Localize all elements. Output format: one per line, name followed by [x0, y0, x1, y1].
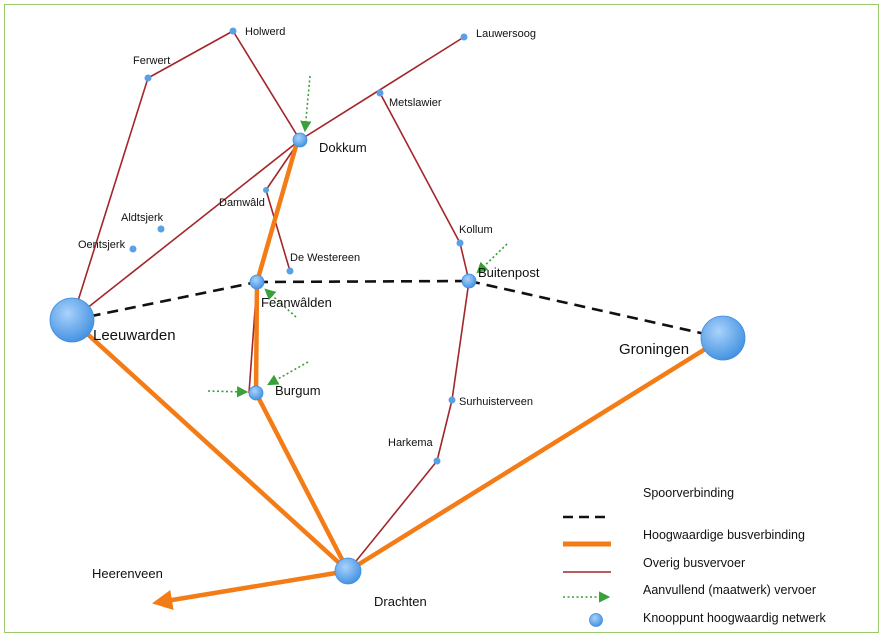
route-buitenpost-surhuisterveen	[451, 280, 470, 401]
legend-hq-bus-label: Hoogwaardige busverbinding	[643, 528, 805, 542]
label-buitenpost: Buitenpost	[478, 265, 540, 280]
rail-feanwalden-buitenpost	[256, 279, 470, 284]
hq-bus-lines	[69, 143, 726, 611]
stop-metslawier	[376, 89, 384, 97]
node-leeuwarden	[49, 297, 95, 343]
label-heerenveen: Heerenveen	[92, 566, 163, 581]
rail-leeuwarden-feanwalden	[71, 280, 258, 322]
stop-kollum	[456, 239, 464, 247]
label-lauwersoog: Lauwersoog	[476, 28, 536, 40]
stop-holwerd	[229, 27, 237, 35]
label-surhuisterveen: Surhuisterveen	[459, 396, 533, 408]
stop-damwald	[263, 187, 269, 193]
node-dokkum	[292, 132, 308, 148]
stop-harkema	[433, 457, 441, 465]
route-leeuwarden-ferwert	[71, 77, 149, 321]
legend-node-swatch	[589, 613, 603, 627]
stop-lauwersoog	[460, 33, 468, 41]
stop-surhuisterveen	[448, 396, 456, 404]
label-de-westereen: De Westereen	[290, 252, 360, 264]
legend-additional-label: Aanvullend (maatwerk) vervoer	[643, 583, 816, 597]
stop-oentsjerk	[129, 245, 137, 253]
route-dokkum-lauwersoog	[299, 36, 465, 141]
map-frame	[4, 4, 879, 633]
node-buitenpost	[461, 273, 477, 289]
label-drachten: Drachten	[374, 594, 427, 609]
route-damwald-westereen	[265, 189, 291, 272]
route-surhuisterveen-harkema	[436, 399, 453, 462]
route-holwerd-dokkum	[232, 30, 301, 141]
hub-nodes	[49, 132, 746, 585]
label-aldtsjerk: Aldtsjerk	[121, 212, 164, 224]
place-labels: Holwerd Ferwert Lauwersoog Metslawier Do…	[78, 26, 689, 609]
arrow-to-burgum-right	[267, 361, 309, 386]
node-burgum	[248, 385, 264, 401]
label-harkema: Harkema	[388, 437, 434, 449]
hq-feanwalden-burgum	[253, 279, 260, 396]
hq-burgum-drachten	[253, 390, 351, 574]
label-holwerd: Holwerd	[245, 26, 285, 38]
legend-rail-label: Spoorverbinding	[643, 486, 734, 500]
label-leeuwarden: Leeuwarden	[93, 327, 176, 344]
hq-leeuwarden-drachten	[69, 317, 351, 574]
route-harkema-drachten	[347, 460, 438, 572]
node-feanwalden	[249, 274, 265, 290]
arrow-to-dokkum	[300, 75, 312, 133]
route-leeuwarden-dokkum	[71, 139, 301, 321]
stops	[129, 27, 468, 465]
route-ferwert-holwerd	[147, 30, 234, 79]
arrow-to-burgum-left	[207, 386, 249, 398]
rail-buitenpost-groningen	[468, 279, 724, 340]
label-dokkum: Dokkum	[319, 140, 367, 155]
label-oentsjerk: Oentsjerk	[78, 239, 126, 251]
additional-transport-arrows	[207, 75, 508, 398]
hq-dokkum-feanwalden	[254, 143, 299, 285]
legend-other-bus-label: Overig busvervoer	[643, 556, 745, 570]
legend-node-label: Knooppunt hoogwaardig netwerk	[643, 611, 827, 625]
hq-groningen-drachten	[345, 335, 726, 574]
node-drachten	[334, 557, 362, 585]
hq-drachten-heerenveen	[152, 568, 351, 611]
label-feanwalden: Feanwâlden	[261, 295, 332, 310]
label-ferwert: Ferwert	[133, 55, 170, 67]
node-groningen	[700, 315, 746, 361]
stop-ferwert	[144, 74, 152, 82]
label-kollum: Kollum	[459, 224, 493, 236]
label-groningen: Groningen	[619, 341, 689, 358]
label-damwald: Damwâld	[219, 197, 265, 209]
label-burgum: Burgum	[275, 383, 321, 398]
label-metslawier: Metslawier	[389, 97, 442, 109]
legend: Spoorverbinding Hoogwaardige busverbindi…	[563, 486, 827, 627]
stop-aldtsjerk	[157, 225, 165, 233]
stop-de-westereen	[286, 267, 294, 275]
rail-lines	[71, 279, 724, 340]
route-metslawier-kollum	[379, 92, 461, 244]
